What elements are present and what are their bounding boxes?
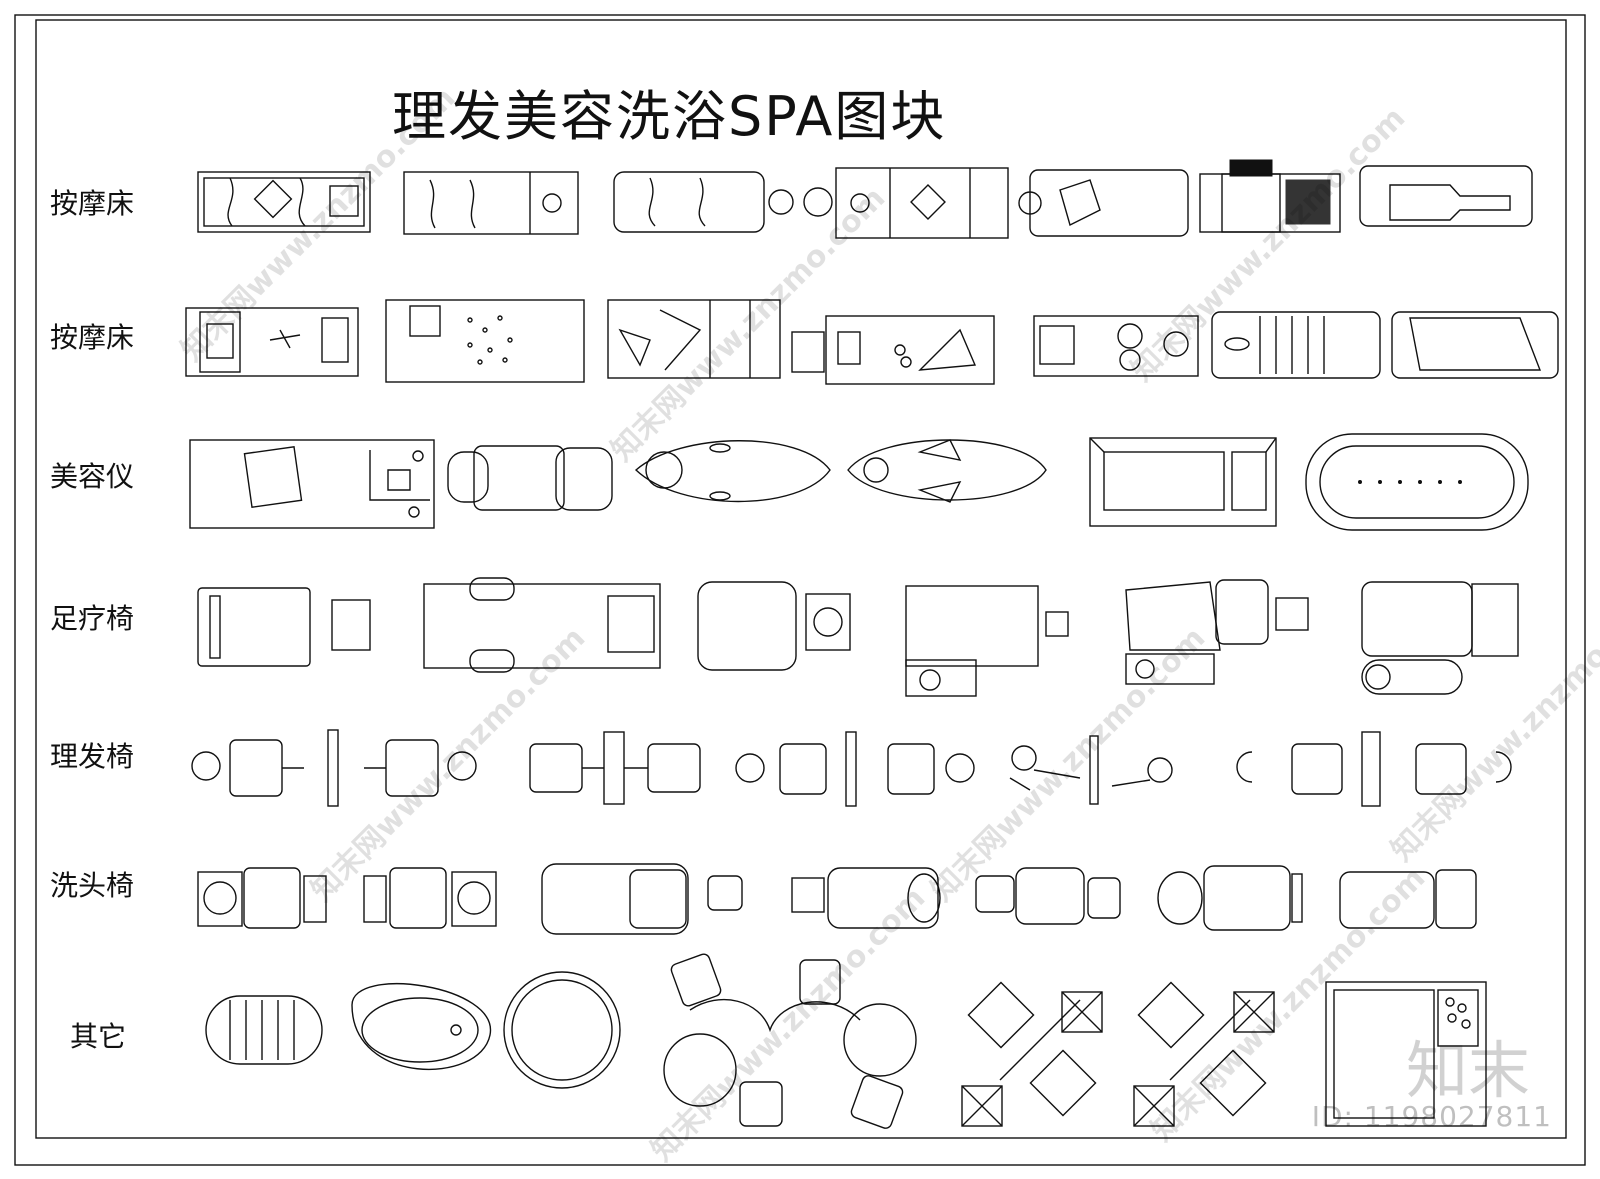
row-label-shampoo-chair: 洗头椅 — [50, 869, 135, 902]
spa-capsule-3f — [1305, 433, 1529, 531]
table-set-7f — [1133, 981, 1275, 1127]
foot-chair-4a — [197, 587, 371, 667]
massage-bed-2d — [791, 315, 995, 385]
shampoo-chair-6b — [363, 867, 497, 929]
massage-bed-2f — [1211, 311, 1381, 379]
foot-chair-4e — [1125, 579, 1309, 685]
foot-chair-4c — [697, 581, 851, 671]
shampoo-chair-6g — [1339, 869, 1477, 929]
row-label-beauty-instrument: 美容仪 — [50, 460, 135, 493]
massage-bed-2b — [385, 299, 585, 383]
beauty-capsule-3c — [634, 440, 831, 503]
inner-frame — [35, 19, 1567, 1139]
row-label-other: 其它 — [70, 1020, 127, 1053]
foot-chair-4f — [1361, 581, 1519, 695]
table-set-7e — [961, 981, 1103, 1127]
massage-bed-1g — [1359, 165, 1533, 227]
barber-chair-5c — [529, 731, 701, 805]
shampoo-chair-6e — [975, 867, 1121, 925]
massage-bed-2g — [1391, 311, 1559, 379]
barber-chair-5e — [1009, 735, 1173, 805]
row-label-barber-chair: 理发椅 — [50, 740, 135, 773]
tub-7a — [205, 995, 323, 1065]
shampoo-chair-6d — [791, 867, 941, 929]
round-tub-7c — [503, 971, 621, 1089]
sauna-room-7g — [1325, 981, 1487, 1127]
row-label-foot-chair: 足疗椅 — [50, 602, 135, 635]
shampoo-chair-6f — [1157, 865, 1303, 931]
barber-chair-5b — [364, 739, 477, 797]
beauty-bed-3a — [189, 439, 435, 529]
beauty-capsule-3d — [847, 439, 1047, 503]
foot-chair-4d — [905, 585, 1069, 697]
row-label-massage-bed-1: 按摩床 — [50, 187, 135, 220]
massage-bed-1a — [197, 171, 371, 233]
shampoo-chair-6c — [541, 863, 743, 935]
brand-logo-text: 知末 — [1405, 1034, 1530, 1107]
massage-bed-1d — [835, 167, 1009, 239]
massage-bed-2c — [607, 299, 781, 379]
massage-bed-2a — [185, 307, 359, 377]
nail-station-7d — [663, 953, 917, 1129]
barber-chair-5d — [735, 731, 975, 807]
outer-frame — [14, 14, 1586, 1166]
barber-chair-5f — [1236, 731, 1512, 807]
massage-bed-1b — [403, 171, 579, 235]
shampoo-chair-6a — [197, 867, 327, 929]
drawing-title: 理发美容洗浴SPA图块 — [392, 85, 947, 148]
row-label-massage-bed-2: 按摩床 — [50, 321, 135, 354]
barber-chair-5a — [191, 729, 339, 807]
tub-7b — [351, 983, 491, 1070]
massage-bed-1c — [613, 171, 833, 233]
spa-tub-3e — [1089, 437, 1277, 527]
beauty-chair-3b — [447, 445, 613, 511]
massage-bed-2e — [1033, 315, 1199, 377]
massage-bed-1f — [1199, 159, 1341, 233]
foot-chair-4b — [423, 577, 661, 673]
massage-bed-1e — [1018, 169, 1189, 237]
id-tag: ID: 1198027811 — [1311, 1100, 1552, 1133]
